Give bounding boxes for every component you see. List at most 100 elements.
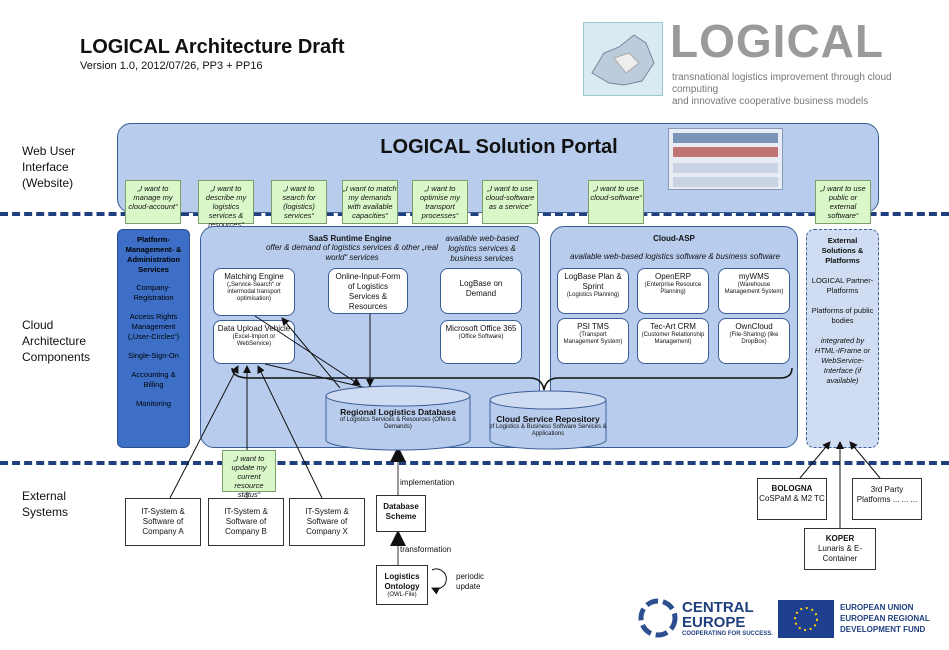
app-logbase-plan-sub: (Logistics Planning) bbox=[566, 292, 620, 298]
eu-line1: EUROPEAN UNION bbox=[840, 603, 914, 612]
callout-use-cloud-software: „I want to use cloud-software“ bbox=[588, 180, 644, 224]
central-europe-logo bbox=[637, 598, 679, 643]
regional-db-title: Regional Logistics Database bbox=[340, 407, 456, 417]
external-item-public: Platforms of public bodies bbox=[811, 306, 874, 325]
logbase-demand-box[interactable]: LogBase on Demand bbox=[440, 268, 522, 314]
callout-use-saas: „I want to use cloud-software as a servi… bbox=[482, 180, 538, 224]
arrow-company-x bbox=[257, 365, 323, 499]
app-owncloud-title: OwnCloud bbox=[735, 322, 773, 331]
app-psi-tms-title: PSI TMS bbox=[577, 322, 609, 331]
eu-line2: EUROPEAN REGIONAL bbox=[840, 614, 930, 623]
matching-engine-box[interactable]: Matching Engine („Service-Search“ or int… bbox=[213, 268, 295, 316]
external-solutions-panel: External Solutions & Platforms LOGICAL P… bbox=[806, 229, 879, 448]
portal-screenshot-thumbnail bbox=[668, 128, 783, 190]
arrow-company-a bbox=[169, 365, 239, 499]
app-logbase-plan[interactable]: LogBase Plan & Sprint (Logistics Plannin… bbox=[557, 268, 629, 314]
callout-describe-services: „I want to describe my logistics service… bbox=[198, 180, 254, 229]
saas-title: SaaS Runtime Engine bbox=[308, 234, 392, 243]
repository-title: Cloud Service Repository bbox=[496, 414, 600, 424]
bologna-title: BOLOGNA bbox=[771, 484, 813, 493]
platform-item-sso: Single-Sign-On bbox=[128, 351, 179, 360]
database-scheme-box[interactable]: Database Scheme bbox=[376, 495, 426, 532]
koper-box[interactable]: KOPER Lunaris & E-Container bbox=[804, 528, 876, 570]
eu-line3: DEVELOPMENT FUND bbox=[840, 625, 926, 634]
koper-sub: Lunaris & E-Container bbox=[817, 544, 863, 563]
layer-web-label: Web User Interface (Website) bbox=[22, 144, 76, 190]
app-owncloud[interactable]: OwnCloud (File-Sharing) (like DropBox) bbox=[718, 318, 790, 364]
callout-manage-account: „I want to manage my cloud-account“ bbox=[125, 180, 181, 224]
online-input-form-box[interactable]: Online-Input-Form of Logistics Services … bbox=[328, 268, 408, 314]
data-upload-box[interactable]: Data Upload Vehicle (Excel-Import or Web… bbox=[213, 320, 295, 364]
ontology-title: Logistics Ontology bbox=[384, 572, 420, 591]
logo-tagline-line1: transnational logistics improvement thro… bbox=[672, 72, 892, 95]
app-psi-tms[interactable]: PSI TMS (Transport Management System) bbox=[557, 318, 629, 364]
eu-text: EUROPEAN UNION EUROPEAN REGIONAL DEVELOP… bbox=[840, 602, 930, 635]
office365-sub: (Office Software) bbox=[458, 334, 504, 340]
logistics-ontology-box[interactable]: Logistics Ontology (OWL-File) bbox=[376, 565, 428, 605]
ce-line2: EUROPE bbox=[682, 614, 746, 631]
external-solutions-title: External Solutions & Platforms bbox=[821, 236, 864, 265]
arrow-third-party bbox=[849, 441, 881, 479]
app-mywms-title: myWMS bbox=[738, 272, 770, 281]
app-mywms-sub: (Warehouse Management System) bbox=[724, 282, 784, 295]
web-cloud-separator bbox=[0, 212, 949, 216]
page-title: LOGICAL Architecture Draft bbox=[80, 36, 345, 58]
cloud-asp-subtitle: available web-based logistics software &… bbox=[570, 252, 780, 261]
platform-item-billing: Accounting & Billing bbox=[131, 370, 176, 389]
arrow-upload-to-db bbox=[264, 363, 376, 393]
callout-use-external-software: „I want to use public or external softwa… bbox=[815, 180, 871, 224]
central-europe-text: CENTRAL EUROPE COOPERATING FOR SUCCESS. bbox=[682, 600, 773, 638]
data-upload-sub: (Excel-Import or WebService) bbox=[232, 334, 276, 347]
regional-db: Regional Logistics Database of Logistics… bbox=[326, 407, 470, 431]
platform-item-access: Access Rights Management („User-Circles“… bbox=[127, 312, 180, 341]
app-mywms[interactable]: myWMS (Warehouse Management System) bbox=[718, 268, 790, 314]
callout-match-demands: „I want to match my demands with availab… bbox=[342, 180, 398, 224]
layer-external-label: External Systems bbox=[22, 489, 69, 519]
external-item-partner: LOGICAL Partner-Platforms bbox=[811, 276, 874, 295]
saas-brace bbox=[231, 367, 793, 391]
central-europe-swirl-icon bbox=[638, 598, 678, 638]
callout-update-resource: „I want to update my current resource st… bbox=[222, 450, 276, 499]
app-openerp[interactable]: OpenERP (Enterprise Resource Planning) bbox=[637, 268, 709, 314]
logo-wordmark: LOGICAL bbox=[670, 15, 884, 67]
callout-optimise-transport: „I want to optimise my transport process… bbox=[412, 180, 468, 224]
cloud-asp-title: Cloud-ASP bbox=[653, 234, 695, 243]
periodic-update-icon bbox=[431, 568, 447, 595]
office365-title: Microsoft Office 365 bbox=[445, 324, 517, 333]
arrow-bologna bbox=[799, 441, 831, 479]
platform-item-registration: Company-Registration bbox=[133, 283, 174, 302]
saas-web-based-label: available web-based logistics services &… bbox=[445, 234, 519, 263]
platform-title: Platform-Management- & Administration Se… bbox=[125, 235, 182, 274]
third-party-box[interactable]: 3rd Party Platforms ... ... ... bbox=[852, 478, 922, 520]
company-x-system[interactable]: IT-System & Software of Company X bbox=[289, 498, 365, 546]
logical-logo bbox=[583, 22, 663, 96]
data-upload-title: Data Upload Vehicle bbox=[217, 324, 291, 333]
ce-line1: CENTRAL bbox=[682, 599, 754, 616]
office365-box[interactable]: Microsoft Office 365 (Office Software) bbox=[440, 320, 522, 364]
implementation-label: implementation bbox=[400, 478, 455, 487]
portal-title: LOGICAL Solution Portal bbox=[380, 136, 618, 158]
bologna-box[interactable]: BOLOGNA CoSPaM & M2 TC bbox=[757, 478, 827, 520]
periodic-update-label: periodic update bbox=[456, 572, 485, 591]
app-tec-art-crm[interactable]: Tec-Art CRM (Customer Relationship Manag… bbox=[637, 318, 709, 364]
platform-management-panel: Platform-Management- & Administration Se… bbox=[117, 229, 190, 448]
version-label: Version 1.0, 2012/07/26, PP3 + PP16 bbox=[80, 60, 263, 72]
repository-cylinder bbox=[489, 390, 607, 450]
arrow-matching-to-db bbox=[254, 315, 361, 386]
ce-line3: COOPERATING FOR SUCCESS. bbox=[682, 631, 773, 637]
layer-cloud-label: Cloud Architecture Components bbox=[22, 318, 91, 364]
company-b-system[interactable]: IT-System & Software of Company B bbox=[208, 498, 284, 546]
matching-engine-title: Matching Engine bbox=[224, 272, 284, 281]
regional-db-cylinder bbox=[325, 385, 471, 451]
koper-title: KOPER bbox=[825, 534, 855, 543]
repository-db: Cloud Service Repository of Logistics & … bbox=[488, 414, 608, 438]
company-a-system[interactable]: IT-System & Software of Company A bbox=[125, 498, 201, 546]
saas-subtitle: offer & demand of logistics services & o… bbox=[265, 243, 439, 262]
logo-tagline-line2: and innovative cooperative business mode… bbox=[672, 96, 869, 107]
callout-search-services: „I want to search for (logistics) servic… bbox=[271, 180, 327, 224]
app-psi-tms-sub: (Transport Management System) bbox=[563, 332, 623, 345]
logo-tagline: transnational logistics improvement thro… bbox=[672, 72, 932, 108]
transformation-label: transformation bbox=[400, 545, 452, 554]
app-tec-art-crm-title: Tec-Art CRM bbox=[650, 322, 696, 331]
